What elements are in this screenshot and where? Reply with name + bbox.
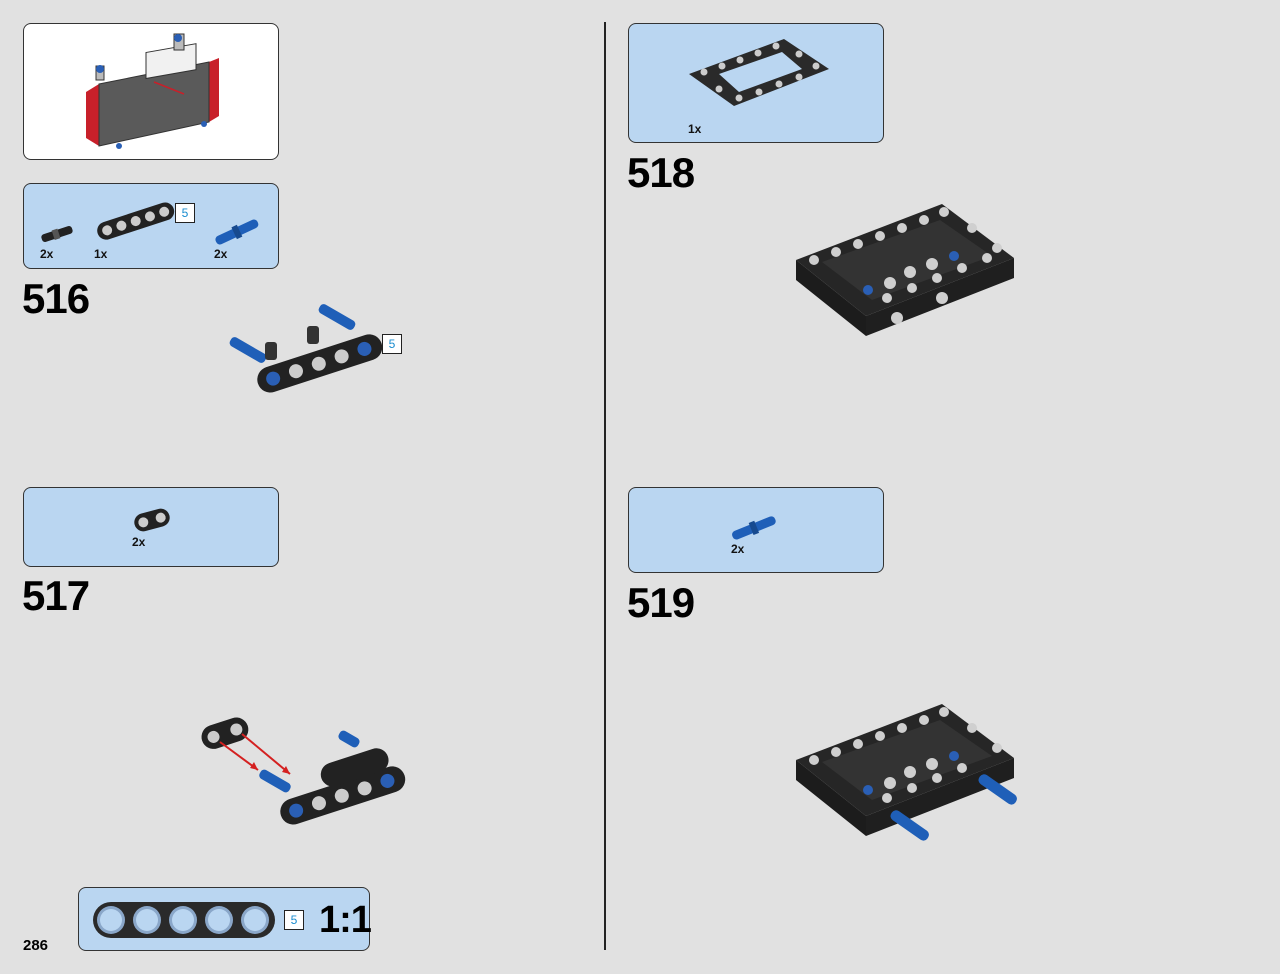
step-518-assembly-icon [796, 204, 1014, 336]
parts-panel-step-519: 2x [628, 487, 884, 573]
axle-pin-blue-icon [215, 219, 259, 245]
model-preview-panel [23, 23, 279, 160]
scale-panel: 5 1:1 [78, 887, 372, 951]
step-number: 516 [22, 275, 90, 322]
part-quantity: 1x [94, 247, 108, 261]
parts-panel-step-518: 1x [628, 23, 884, 143]
part-quantity: 2x [731, 542, 745, 556]
beam-5-black-icon [97, 202, 175, 240]
step-516-assembly-icon [229, 304, 383, 393]
part-length-label: 5 [284, 910, 304, 930]
friction-pin-black-icon [41, 226, 73, 242]
scale-ratio: 1:1 [319, 899, 372, 941]
beam-2-black-icon [134, 508, 170, 532]
frame-5x7-black-icon [689, 39, 829, 106]
assembled-model-preview-icon [86, 33, 219, 149]
beam-5-scale-icon [93, 902, 275, 938]
parts-panel-step-516: 2x 5 1x 2x [23, 183, 279, 269]
part-length-label: 5 [382, 334, 402, 354]
page-number: 286 [23, 937, 49, 954]
part-quantity: 1x [688, 122, 702, 136]
step-number: 518 [627, 149, 695, 196]
part-quantity: 2x [40, 247, 54, 261]
step-number: 519 [627, 579, 695, 626]
page-divider [604, 22, 606, 950]
parts-panel-step-517: 2x [23, 487, 279, 567]
step-519-assembly-icon [796, 704, 1017, 841]
axle-pin-blue-icon [732, 516, 776, 540]
part-length-label: 5 [175, 203, 195, 223]
part-quantity: 2x [132, 535, 146, 549]
step-number: 517 [22, 572, 90, 619]
part-quantity: 2x [214, 247, 228, 261]
step-517-assembly-icon [201, 717, 406, 825]
